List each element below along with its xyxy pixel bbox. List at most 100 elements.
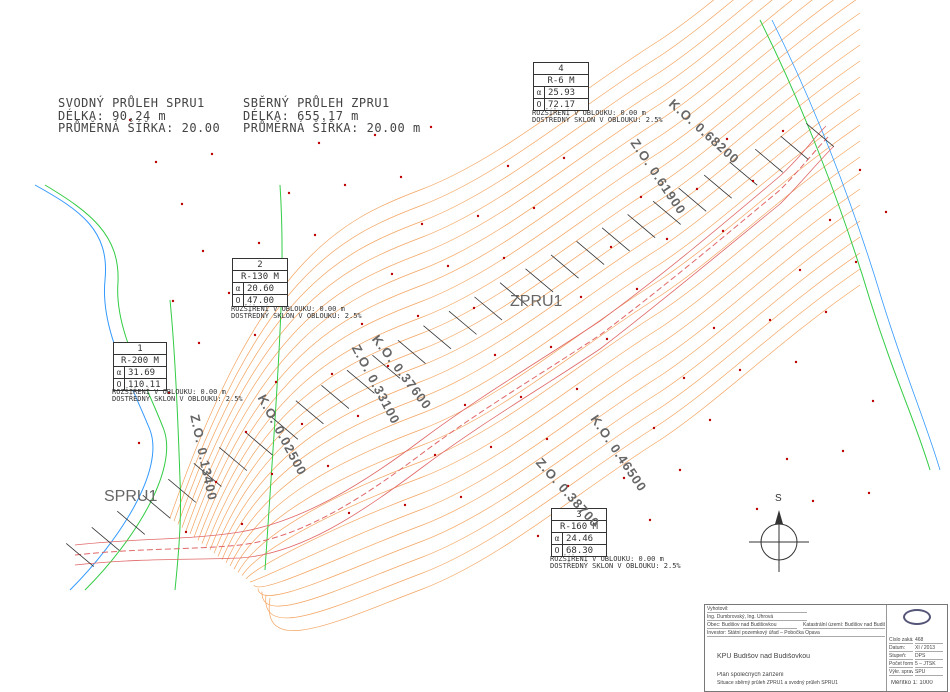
cross-section-line: [499, 282, 528, 307]
alpha-symbol: α: [233, 283, 244, 294]
length-symbol: O: [534, 99, 545, 110]
tb-logo: [903, 609, 931, 625]
alpha-symbol: α: [114, 367, 125, 378]
spot-height-point: [184, 530, 188, 534]
spot-height-point: [386, 364, 390, 368]
contour-line: [213, 60, 861, 554]
spot-height-point: [317, 141, 321, 145]
curve-1-widening: ROZŠÍŘENÍ V OBLOUKU: 0.00 m: [112, 388, 226, 396]
spot-height-point: [828, 218, 832, 222]
contour-line: [265, 268, 861, 619]
spot-height-point: [871, 399, 875, 403]
tb-field-0-label: Číslo zakázky:: [889, 637, 913, 644]
axis-line: [74, 134, 831, 556]
spot-height-point: [476, 214, 480, 218]
tb-field-1-value: XI / 2013: [915, 645, 943, 652]
spot-heights: [128, 118, 888, 538]
summary-spru-title: SVODNÝ PRŮLEH SPRU1: [58, 96, 205, 110]
curve-1-alpha: 31.69: [128, 367, 156, 378]
zpru-name: ZPRU1: [510, 293, 563, 310]
contour-line: [241, 172, 861, 576]
spot-height-point: [824, 310, 828, 314]
spot-height-point: [300, 422, 304, 426]
alpha-symbol: α: [534, 87, 545, 98]
contour-line: [221, 92, 861, 560]
tb-field-4-label: Výkr. sprav.:: [889, 669, 913, 676]
contour-line: [261, 252, 861, 607]
cross-section-line: [627, 214, 656, 238]
stream-line-middle: [264, 184, 283, 571]
spot-height-point: [403, 503, 407, 507]
spru-name: SPRU1: [104, 488, 158, 505]
contour-line: [209, 44, 861, 551]
spot-height-point: [519, 395, 523, 399]
spot-height-point: [347, 511, 351, 515]
curve-2-number: 2: [257, 259, 263, 270]
cross-section-line: [805, 123, 835, 147]
summary-spru-length: DÉLKA: 90.24 m: [58, 108, 167, 123]
spot-height-point: [373, 133, 377, 137]
tb-project: KPÚ Budišov nad Budišovkou: [717, 653, 810, 660]
length-symbol: O: [233, 295, 244, 306]
curve-3-alpha: 24.46: [566, 533, 594, 544]
spot-height-point: [459, 495, 463, 499]
spot-height-point: [171, 299, 175, 303]
spot-height-point: [884, 210, 888, 214]
tb-field-1-label: Datum:: [889, 645, 913, 652]
cross-section-line: [754, 148, 783, 173]
curve-3-slope: DOSTŘEDNÝ SKLON V OBLOUKU: 2.5%: [550, 562, 681, 571]
contour-line: [229, 124, 861, 567]
tb-cadastral: Katastrální území: Budišov nad Budišovko…: [803, 622, 885, 629]
axis-edge-right: [74, 145, 835, 566]
spot-height-point: [502, 256, 506, 260]
spot-height-point: [313, 233, 317, 237]
curve-2-radius: R-130 M: [233, 270, 287, 282]
contour-line: [237, 156, 861, 573]
spot-height-point: [360, 322, 364, 326]
curve-1-radius: R-200 M: [114, 354, 166, 366]
cross-section-line: [372, 354, 401, 379]
spot-height-point: [536, 534, 540, 538]
stream-line-right: [759, 19, 931, 471]
contour-line: [225, 108, 861, 563]
tb-investor: Investor: Státní pozemkový úřad – Pobočk…: [707, 630, 885, 637]
spot-height-point: [798, 268, 802, 272]
spot-height-point: [128, 118, 132, 122]
curve-2-notes: ROZŠÍŘENÍ V OBLOUKU: 0.00 m DOSTŘEDNÝ SK…: [231, 305, 362, 321]
contour-line: [245, 188, 861, 580]
contour-line: [249, 204, 861, 583]
spot-height-point: [622, 476, 626, 480]
spot-height-point: [399, 175, 403, 179]
spot-height-point: [678, 468, 682, 472]
spot-height-point: [605, 337, 609, 341]
tb-field-2-value: DPS: [915, 653, 943, 660]
curve-3-length: 68.30: [566, 545, 594, 556]
spot-height-point: [201, 249, 205, 253]
stream-line-right-water: [771, 19, 941, 471]
curve-1-number: 1: [137, 343, 143, 354]
summary-zpru: SBĚRNÝ PRŮLEH ZPRU1 DÉLKA: 655.17 m PRŮM…: [243, 97, 421, 135]
spot-height-point: [682, 376, 686, 380]
tb-subtitle-1: Plán společných zařízení: [717, 672, 784, 678]
cross-section-line: [576, 241, 605, 265]
spot-height-point: [390, 272, 394, 276]
cross-section-line: [244, 431, 273, 456]
spot-height-point: [721, 229, 725, 233]
north-label: S: [775, 493, 782, 504]
spot-height-point: [472, 306, 476, 310]
curve-4-length: 72.17: [548, 99, 576, 110]
spot-height-point: [768, 318, 772, 322]
tb-field-0-value: 468: [915, 637, 943, 644]
tb-field-2-label: Stupeň:: [889, 653, 913, 660]
cross-section-line: [397, 340, 426, 364]
summary-zpru-width: PRŮMĚRNÁ ŠÍŘKA: 20.00 m: [243, 121, 421, 136]
spot-height-point: [532, 206, 536, 210]
spot-height-point: [738, 368, 742, 372]
cross-section-line: [295, 400, 324, 425]
curve-4-slope: DOSTŘEDNÝ SKLON V OBLOUKU: 2.5%: [532, 116, 663, 125]
cross-section-line: [168, 478, 197, 503]
curve-4-alpha: 25.93: [548, 87, 576, 98]
spot-height-point: [549, 345, 553, 349]
spot-height-point: [154, 160, 158, 164]
summary-zpru-title: SBĚRNÝ PRŮLEH ZPRU1: [243, 96, 390, 110]
